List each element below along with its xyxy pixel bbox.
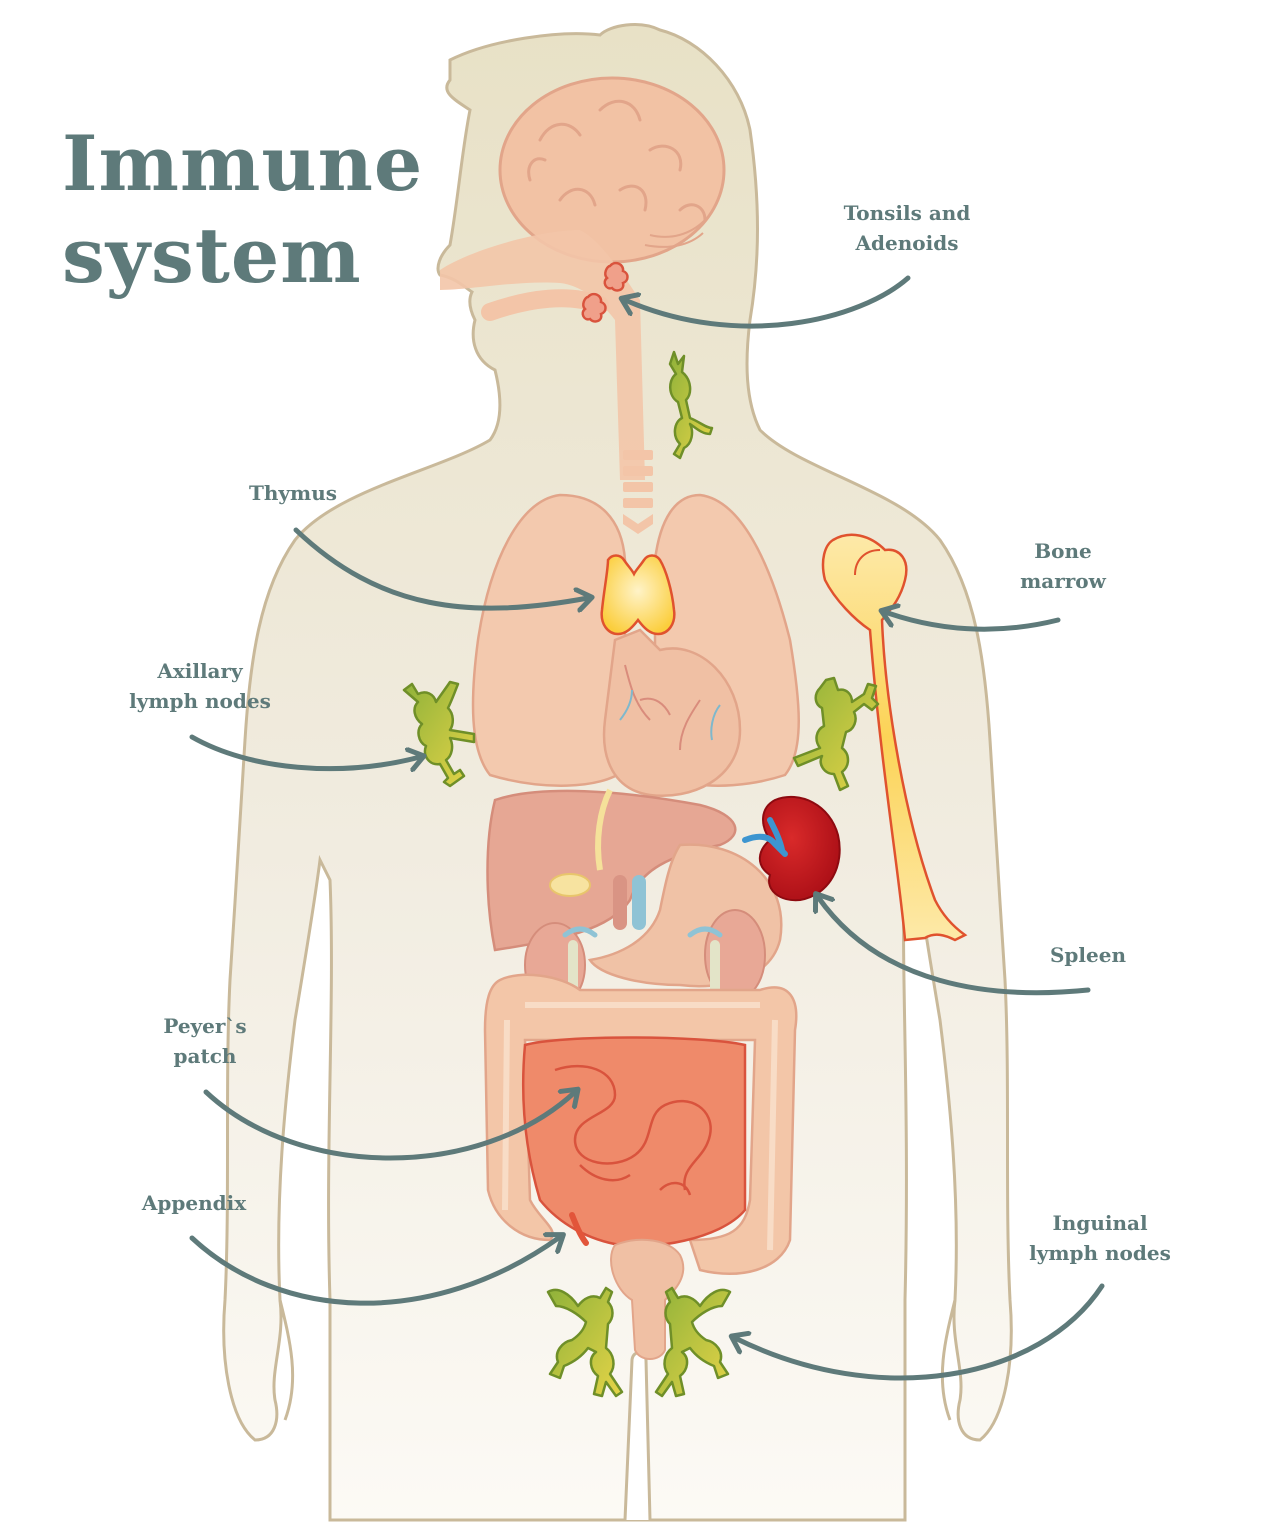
diagram-title: Immune system [62, 118, 423, 302]
small-intestine [521, 1036, 747, 1248]
arrow-inguinal [735, 1283, 1105, 1381]
arrow-spleen [818, 897, 1091, 996]
label-spleen: Spleen [1038, 940, 1138, 970]
arrow-peyers [203, 1092, 575, 1161]
arrow-bone-marrow [885, 612, 1061, 632]
label-line: marrow [1020, 569, 1106, 593]
label-line: Inguinal [1052, 1211, 1148, 1235]
label-bone-marrow: Bone marrow [1008, 536, 1118, 596]
spleen [742, 795, 841, 902]
label-line: Appendix [141, 1191, 247, 1215]
inguinal-lymph-nodes-right [654, 1286, 732, 1398]
label-line: patch [173, 1044, 237, 1068]
axillary-lymph-nodes-right [792, 676, 880, 792]
pointer-arrows [189, 275, 1105, 1381]
label-inguinal-lymph-nodes: Inguinal lymph nodes [1010, 1208, 1190, 1268]
tonsils [581, 261, 629, 323]
label-thymus: Thymus [238, 478, 348, 508]
label-line: Tonsils and [843, 201, 971, 225]
bone-humerus [821, 533, 968, 942]
axillary-lymph-nodes-left [402, 680, 476, 788]
label-line: lymph nodes [129, 689, 271, 713]
label-line: Bone [1034, 539, 1092, 563]
label-appendix: Appendix [124, 1188, 264, 1218]
arrow-axillary [189, 734, 420, 769]
thymus [600, 554, 676, 636]
label-line: Thymus [248, 481, 337, 505]
arrow-thymus [293, 527, 588, 608]
title-line-2: system [62, 211, 362, 300]
label-axillary-lymph-nodes: Axillary lymph nodes [110, 656, 290, 716]
brain [498, 76, 726, 264]
arrow-appendix [189, 1237, 560, 1306]
label-line: Spleen [1049, 943, 1126, 967]
cervical-lymph-node [668, 350, 714, 460]
label-line: lymph nodes [1029, 1241, 1171, 1265]
rectum [610, 1238, 685, 1360]
arrow-tonsils [625, 275, 911, 329]
label-tonsils-and-adenoids: Tonsils and Adenoids [832, 198, 982, 258]
label-line: Axillary [157, 659, 243, 683]
inguinal-lymph-nodes-left [546, 1286, 624, 1398]
label-peyers-patch: Peyer`s patch [145, 1011, 265, 1071]
large-intestine [483, 973, 798, 1275]
label-line: Adenoids [855, 231, 959, 255]
label-line: Peyer`s [163, 1014, 247, 1038]
title-line-1: Immune [62, 119, 424, 208]
heart [602, 628, 742, 797]
